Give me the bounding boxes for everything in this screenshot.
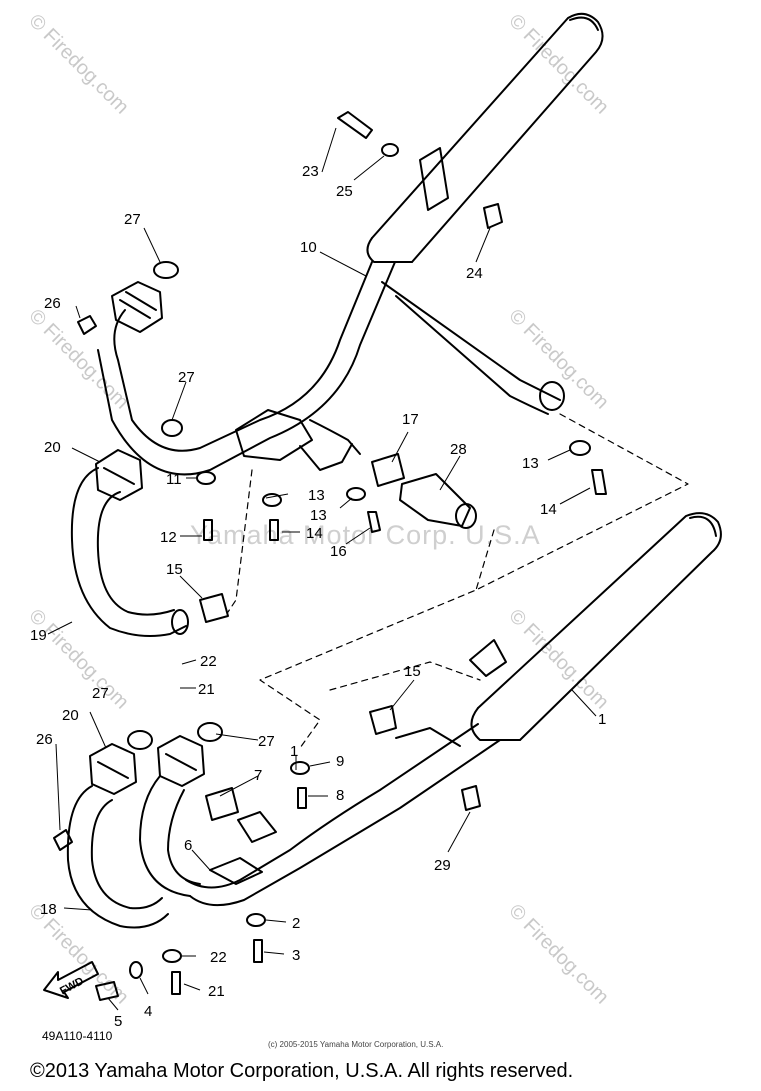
callout-number: 27	[258, 733, 275, 750]
callout-number: 27	[124, 211, 141, 228]
part-code: 49A110-4110	[42, 1029, 113, 1043]
callout-number: 12	[160, 529, 177, 546]
lower-muffler	[469, 512, 722, 741]
fine-print: (c) 2005-2015 Yamaha Motor Corporation, …	[268, 1040, 444, 1049]
callout-number: 13	[522, 455, 539, 472]
callout-number: 17	[402, 411, 419, 428]
callout-number: 26	[44, 295, 61, 312]
upper-pipe	[97, 261, 565, 476]
sleeves	[199, 453, 477, 735]
callout-number: 29	[434, 857, 451, 874]
callout-number: 27	[92, 685, 109, 702]
callout-labels: 23 25 27 26 10 24 27 20 11 12 13 14 13 1…	[30, 163, 606, 1030]
callout-number: 11	[166, 471, 182, 488]
callout-number: 1	[290, 743, 298, 760]
callout-number: 14	[540, 501, 557, 518]
callout-number: 8	[336, 787, 344, 804]
pipe-19	[70, 449, 189, 637]
copyright-notice: ©2013 Yamaha Motor Corporation, U.S.A. A…	[30, 1060, 574, 1082]
callout-number: 23	[302, 163, 319, 180]
callout-number: 16	[330, 543, 347, 560]
callout-number: 25	[336, 183, 353, 200]
callout-number: 27	[178, 369, 195, 386]
upper-flange	[111, 281, 163, 333]
fwd-arrow	[43, 961, 99, 999]
callout-number: 21	[208, 983, 225, 1000]
callout-number: 2	[292, 915, 300, 932]
lower-flanges	[53, 722, 223, 851]
callout-number: 5	[114, 1013, 122, 1030]
callout-number: 22	[200, 653, 217, 670]
callout-number: 19	[30, 627, 47, 644]
callout-number: 18	[40, 901, 57, 918]
callout-number: 1	[598, 711, 606, 728]
callout-number: 3	[292, 947, 300, 964]
callout-number: 15	[404, 663, 421, 680]
callout-number: 6	[184, 837, 192, 854]
lower-pipe	[185, 723, 501, 907]
pipe-18	[66, 775, 201, 929]
callout-number: 15	[166, 561, 183, 578]
callout-number: 10	[300, 239, 317, 256]
callout-number: 20	[44, 439, 61, 456]
callout-number: 13	[310, 507, 327, 524]
callout-number: 28	[450, 441, 467, 458]
upper-muffler	[366, 12, 604, 263]
callout-number: 22	[210, 949, 227, 966]
callout-number: 9	[336, 753, 344, 770]
callout-number: 24	[466, 265, 483, 282]
callout-number: 4	[144, 1003, 152, 1020]
callout-number: 26	[36, 731, 53, 748]
callout-number: 7	[254, 767, 262, 784]
callout-number: 13	[308, 487, 325, 504]
watermark-center: Yamaha Motor Corp. U.S.A	[190, 520, 541, 550]
callout-number: 21	[198, 681, 215, 698]
callout-number: 14	[306, 525, 323, 542]
callout-number: 20	[62, 707, 79, 724]
